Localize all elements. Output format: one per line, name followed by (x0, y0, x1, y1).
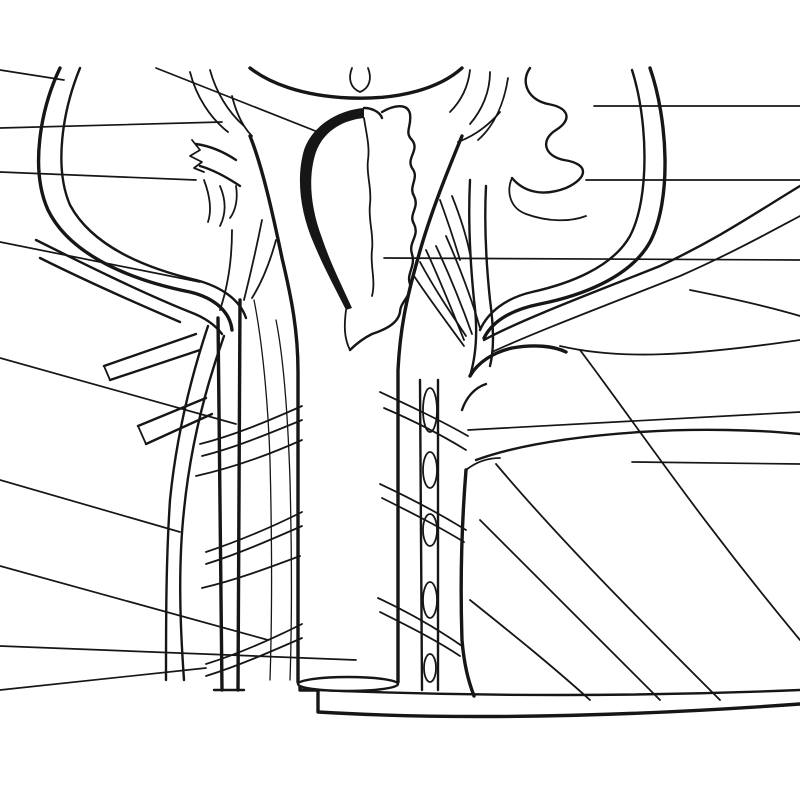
leader-line-right-4 (468, 412, 800, 430)
leader-line-left-3 (0, 172, 196, 180)
esophageal-fold (300, 106, 416, 350)
right-lung-region (461, 290, 800, 700)
leader-line-left-7 (0, 566, 268, 640)
leader-line-right-5 (632, 462, 800, 464)
leader-line-left-6 (0, 480, 180, 532)
leader-line-left-5 (0, 358, 236, 424)
leader-lines (0, 68, 800, 690)
left-neurovascular-bundle (36, 140, 302, 690)
leader-line-left-4 (0, 242, 200, 282)
right-neurovascular-bundle (378, 180, 566, 690)
leader-line-left-1 (0, 70, 64, 80)
leader-line-left-2 (0, 122, 222, 128)
leader-line-right-3 (384, 258, 800, 260)
leader-line-left-9 (0, 668, 206, 690)
upper-structures (190, 68, 586, 220)
leader-line-left-8 (0, 646, 356, 660)
